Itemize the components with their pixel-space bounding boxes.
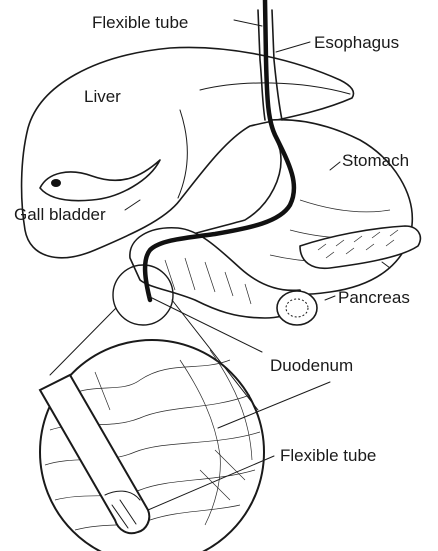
label-gall-bladder: Gall bladder <box>14 205 106 224</box>
label-duodenum: Duodenum <box>270 356 353 375</box>
leader-pancreas <box>325 296 335 300</box>
leader-esophagus <box>276 42 310 52</box>
gall-bladder-dot <box>51 179 61 187</box>
label-pancreas: Pancreas <box>338 288 410 307</box>
label-liver: Liver <box>84 87 121 106</box>
label-stomach: Stomach <box>342 151 409 170</box>
intestine-ring <box>277 291 317 325</box>
label-flexible-tube-top: Flexible tube <box>92 13 188 32</box>
label-esophagus: Esophagus <box>314 33 399 52</box>
label-flexible-tube-bottom: Flexible tube <box>280 446 376 465</box>
